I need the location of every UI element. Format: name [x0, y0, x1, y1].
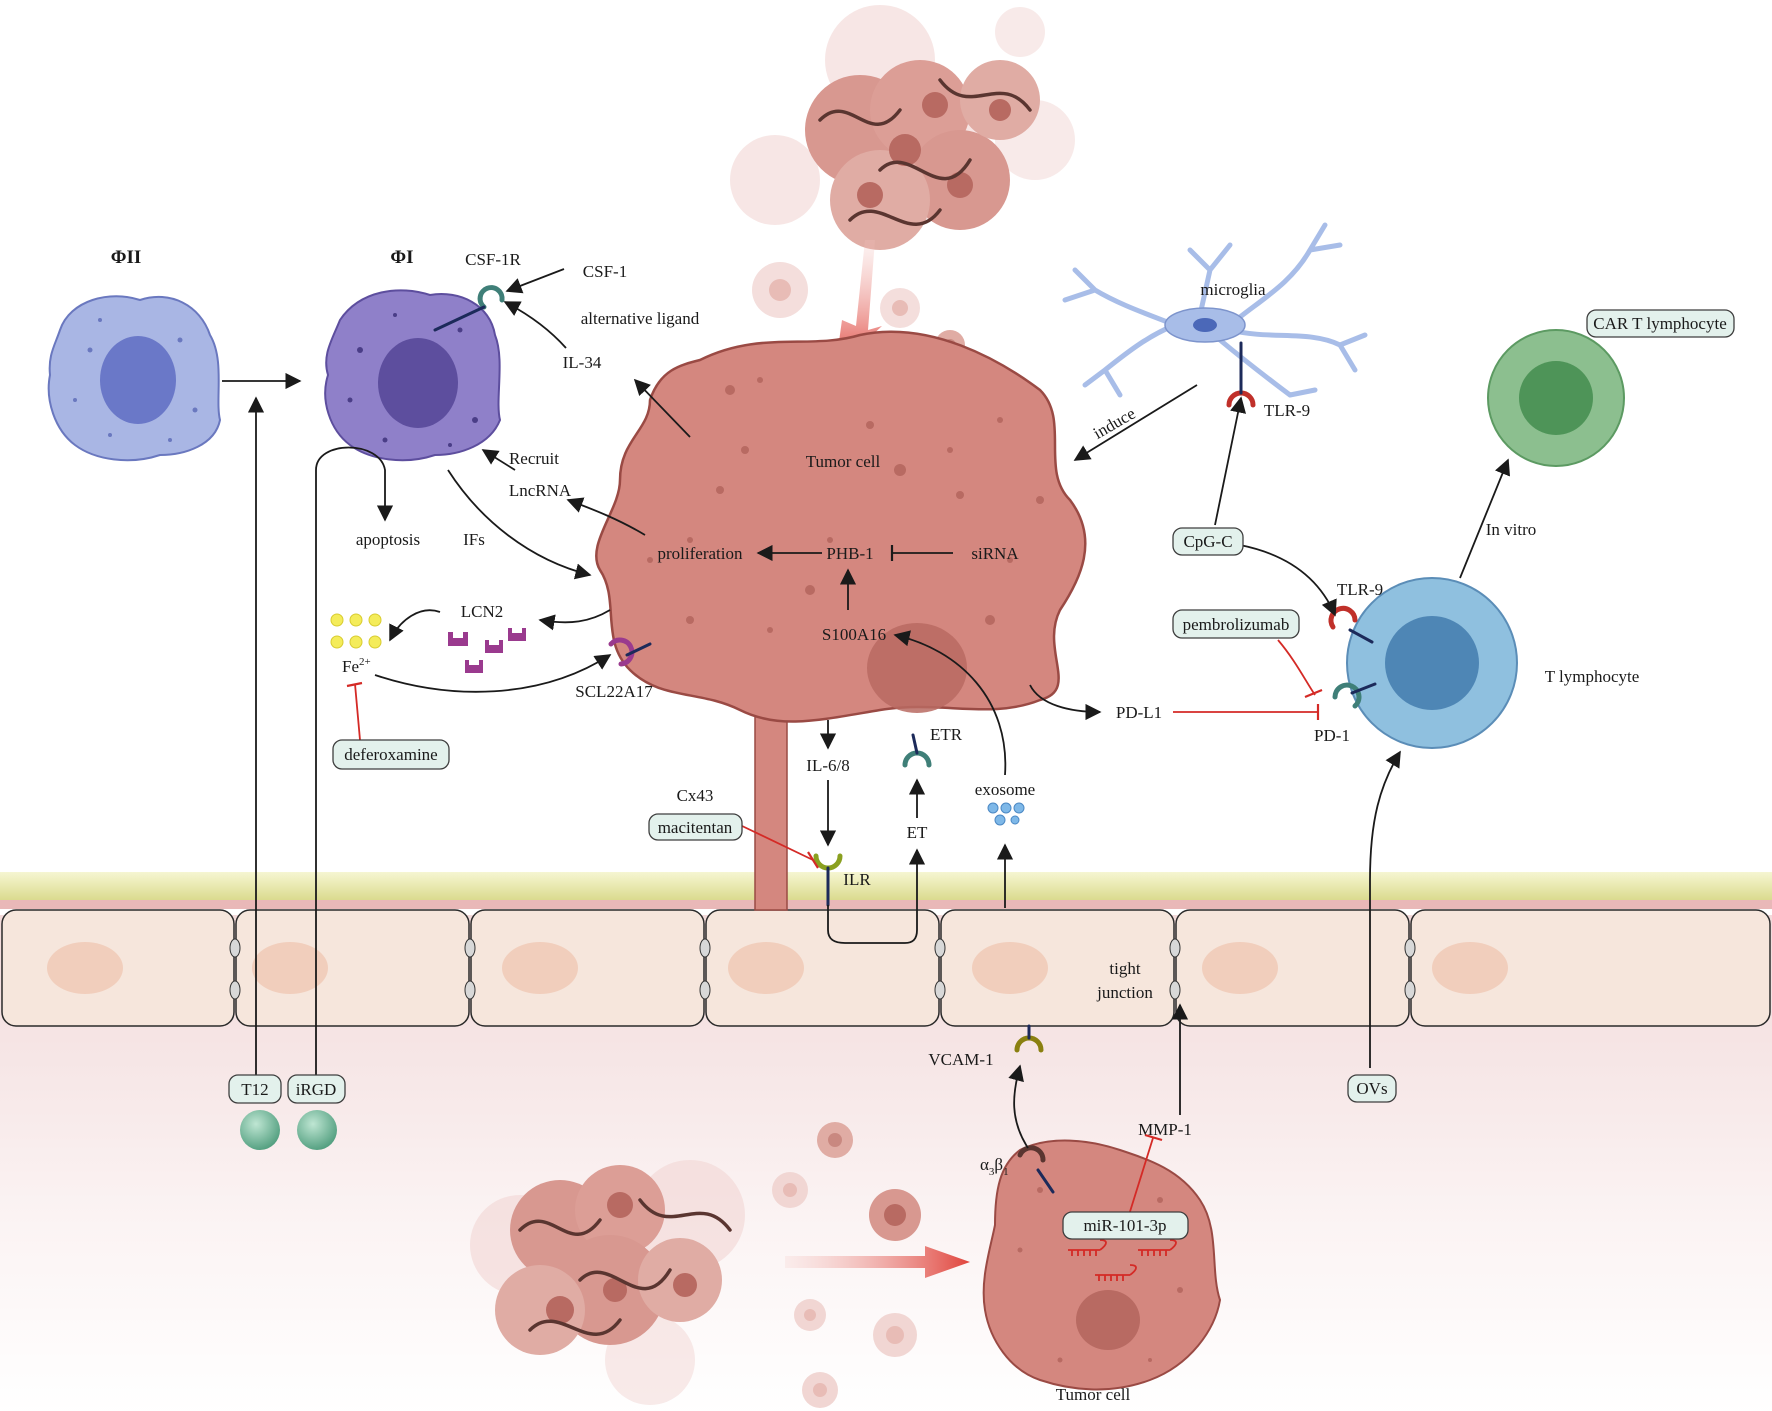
tumor-nucleus	[867, 623, 967, 713]
endothelial-nucleus	[1202, 942, 1278, 994]
endothelial-cell	[1410, 909, 1771, 1027]
etr-receptor	[902, 750, 932, 768]
basement-membrane	[0, 872, 1772, 902]
t12-label: T12	[241, 1080, 268, 1099]
tumor-granules	[647, 377, 1044, 633]
pdl1-label: PD-L1	[1116, 703, 1162, 722]
deferoxamine-label: deferoxamine	[344, 745, 437, 764]
tumor-cluster-bottom	[470, 1122, 921, 1408]
car-t-label: CAR T lymphocyte	[1593, 314, 1727, 333]
csf1r-label: CSF-1R	[465, 250, 521, 269]
inhibition-lines	[346, 545, 1323, 1219]
et-label: ET	[907, 823, 928, 842]
endothelial-nucleus	[47, 942, 123, 994]
endothelial-layer	[1, 909, 1771, 1027]
nanoparticle-beads	[240, 1110, 337, 1150]
endothelial-cell	[705, 909, 940, 1027]
mir-label: miR-101-3p	[1083, 1216, 1166, 1235]
tlr9-microglia-label: TLR-9	[1264, 401, 1310, 420]
tumor-cell-body	[595, 330, 1087, 723]
irgd-label: iRGD	[296, 1080, 337, 1099]
csf1r-receptor	[477, 285, 505, 310]
t12-bead	[240, 1110, 280, 1150]
macitentan-label: macitentan	[658, 818, 733, 837]
endothelial-nucleus	[252, 942, 328, 994]
pd1-label: PD-1	[1314, 726, 1350, 745]
activation-arrows	[222, 268, 1511, 1149]
microglia-label: microglia	[1200, 280, 1266, 299]
ifs-label: IFs	[463, 530, 485, 549]
etr-label: ETR	[930, 725, 963, 744]
integrin-label: α3β1	[980, 1155, 1009, 1178]
endothelial-nucleus	[1432, 942, 1508, 994]
tumor-cell-bottom	[982, 1139, 1222, 1391]
cpgc-label: CpG-C	[1183, 532, 1232, 551]
phb1-label: PHB-1	[826, 544, 873, 563]
agent-boxes: deferoxamine macitentan CpG-C pembrolizu…	[228, 309, 1735, 1240]
macrophage-m1	[324, 289, 502, 462]
receptors	[433, 285, 1377, 1194]
diagram-labels: ΦII ΦI CSF-1R CSF-1 alternative ligand I…	[111, 247, 1640, 1404]
microglia-cell	[1062, 222, 1368, 398]
fe-ions	[330, 613, 382, 649]
endothelial-nucleus	[728, 942, 804, 994]
endothelial-cell	[1175, 909, 1410, 1027]
endothelial-cell	[940, 909, 1175, 1027]
tight-junction-label-1: tight	[1109, 959, 1140, 978]
in-vitro-label: In vitro	[1486, 520, 1537, 539]
lcn2-label: LCN2	[461, 602, 504, 621]
mirna-hairpins	[1068, 1239, 1177, 1281]
recruit-label: Recruit	[509, 449, 559, 468]
fe-label: Fe2+	[342, 656, 371, 676]
main-tumor-cell	[595, 330, 1087, 911]
integrin-receptor	[1017, 1145, 1046, 1163]
t-lymphocyte-cell	[1346, 577, 1518, 749]
tumor-stalk	[754, 699, 788, 911]
endothelial-nucleus	[502, 942, 578, 994]
vcam1-label: VCAM-1	[928, 1050, 993, 1069]
car-t-lymphocyte-cell	[1487, 329, 1625, 467]
exosome-vesicles	[987, 802, 1025, 826]
s100a16-label: S100A16	[822, 625, 886, 644]
scl22a17-label: SCL22A17	[575, 682, 653, 701]
apoptosis-label: apoptosis	[356, 530, 420, 549]
tight-junction-label-2: junction	[1096, 983, 1153, 1002]
tumor-cluster-top	[730, 5, 1075, 360]
endothelial-cell	[235, 909, 470, 1027]
tight-junctions	[229, 938, 1416, 1000]
phi2-label: ΦII	[111, 247, 142, 268]
il34-label: IL-34	[563, 353, 602, 372]
ovs-label: OVs	[1356, 1079, 1387, 1098]
endothelial-cell	[470, 909, 705, 1027]
exosome-label: exosome	[975, 780, 1035, 799]
alt-ligand-label: alternative ligand	[581, 309, 700, 328]
ilr-receptor	[813, 853, 843, 871]
endothelial-nucleus	[972, 942, 1048, 994]
proliferation-label: proliferation	[658, 544, 743, 563]
t-lymphocyte-label: T lymphocyte	[1545, 667, 1640, 686]
irgd-bead	[297, 1110, 337, 1150]
cx43-label: Cx43	[677, 786, 714, 805]
pembrolizumab-label: pembrolizumab	[1183, 615, 1290, 634]
macrophage-m2	[47, 295, 222, 462]
red-gradient-arrow-right	[785, 1246, 970, 1278]
il68-label: IL-6/8	[806, 756, 849, 775]
csf1-label: CSF-1	[583, 262, 627, 281]
sirna-label: siRNA	[971, 544, 1019, 563]
lncrna-label: LncRNA	[509, 481, 572, 500]
scl22a17-receptor	[608, 637, 635, 667]
induce-label: induce	[1090, 404, 1139, 443]
pd1-receptor	[1332, 682, 1362, 709]
tumor-cell-bottom-label: Tumor cell	[1056, 1385, 1131, 1404]
tlr9-t-label: TLR-9	[1337, 580, 1383, 599]
tumor-cell-top-label: Tumor cell	[806, 452, 881, 471]
basement-pink-line	[0, 900, 1772, 909]
t-cell-tlr9-receptor	[1328, 605, 1358, 630]
lcn2-molecules	[448, 628, 526, 673]
mmp1-label: MMP-1	[1138, 1120, 1192, 1139]
ilr-label: ILR	[843, 870, 871, 889]
phi1-label: ΦI	[390, 247, 413, 268]
